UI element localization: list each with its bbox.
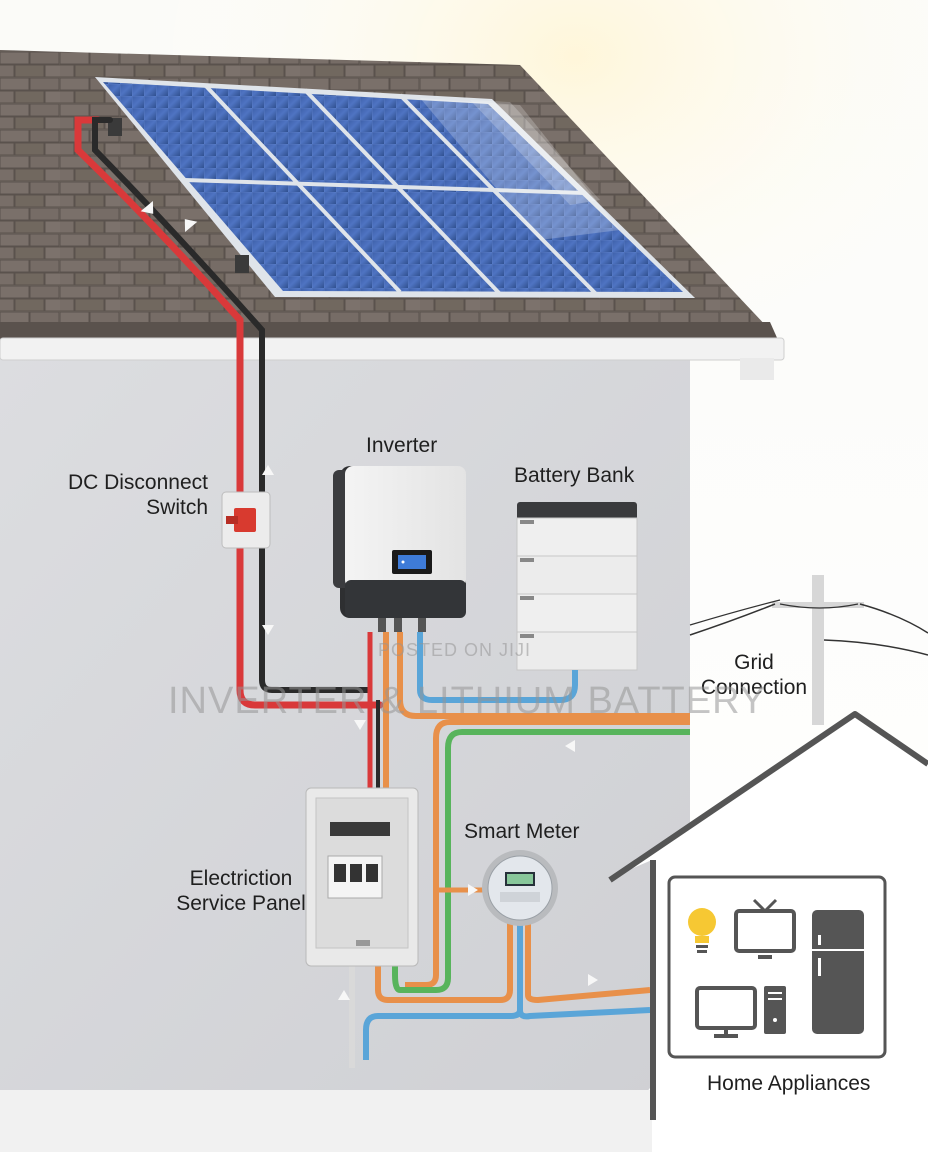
- monitor-icon: [695, 986, 757, 1038]
- utility-pole: [689, 575, 928, 725]
- inverter-unit: [333, 466, 466, 632]
- grid-connection-label-line2: Connection: [700, 676, 808, 699]
- dc-positive-cable: [74, 116, 384, 709]
- panel-reflection: [420, 98, 620, 240]
- home-feed-orange-2: [525, 920, 651, 1004]
- refrigerator-icon: [812, 910, 864, 1034]
- battery-bank: [516, 502, 638, 671]
- home-feed-blue: [363, 920, 651, 1060]
- grid-cable-green: [392, 729, 690, 993]
- grid-connection-label-line1: Grid: [734, 651, 774, 674]
- battery-cable-blue: [417, 632, 578, 703]
- service-panel-label-line1: Electriction: [189, 867, 293, 890]
- dc-disconnect-label: DC Disconnect Switch: [60, 470, 208, 520]
- inverter-label: Inverter: [366, 434, 438, 457]
- watermark-title: INVERTER & LITHIUM BATTERY: [168, 680, 767, 722]
- lightbulb-icon: [688, 908, 716, 953]
- grid-connection-label: Grid Connection: [698, 650, 810, 700]
- dc-disconnect-label-line2: Switch: [146, 496, 208, 519]
- electrical-service-panel: [305, 787, 419, 967]
- grid-cable-orange: [405, 719, 690, 988]
- dc-disconnect-switch: [221, 491, 271, 549]
- watermark-posted: POSTED ON JIJI: [378, 640, 532, 660]
- mounting-bracket: [235, 255, 249, 273]
- home-appliances-label: Home Appliances: [707, 1072, 871, 1095]
- smart-meter: [482, 850, 558, 926]
- computer-tower-icon: [764, 986, 786, 1034]
- service-panel-label-line2: Service Panel: [176, 892, 306, 915]
- inverter-to-panel-orange-2: [397, 632, 690, 719]
- solar-array: [95, 77, 695, 298]
- home-feed-orange: [375, 920, 513, 1003]
- gutter: [0, 337, 785, 361]
- roof-edge-shadow: [0, 322, 778, 340]
- service-panel-label: Electriction Service Panel: [176, 866, 306, 916]
- tv-icon: [734, 898, 796, 959]
- dc-negative-cable: [92, 117, 371, 693]
- smart-meter-label: Smart Meter: [464, 820, 580, 843]
- battery-bank-label: Battery Bank: [514, 464, 635, 487]
- dc-disconnect-label-line1: DC Disconnect: [67, 471, 208, 494]
- gutter-downspout: [740, 358, 774, 380]
